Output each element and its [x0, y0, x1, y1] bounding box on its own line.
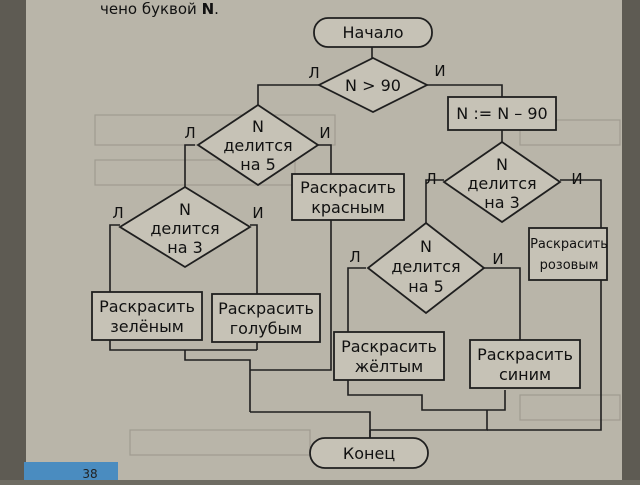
box-green-line2: зелёным	[110, 317, 184, 336]
box-red-line1: Раскрасить	[300, 178, 396, 197]
decision-div3-right	[442, 140, 562, 224]
box-pink-line2: розовым	[540, 258, 599, 273]
box-green-line1: Раскрасить	[99, 297, 195, 316]
decision1-yes-label: И	[434, 62, 445, 80]
box-lightblue-line1: Раскрасить	[218, 299, 314, 318]
decision5-yes-label: И	[492, 250, 503, 268]
start-terminator	[313, 17, 433, 48]
connectors	[109, 47, 602, 438]
decision-div3-right-line3: на 3	[484, 193, 520, 212]
decision-div5-right-line2: делится	[391, 257, 460, 276]
header-text: чено буквой N.	[100, 0, 219, 18]
decision-div3-left-line2: делится	[150, 219, 219, 238]
box-blue-line2: синим	[499, 365, 551, 384]
decision3-no-label: Л	[112, 204, 123, 222]
end-terminator	[309, 437, 429, 469]
decision-n-gt-90	[316, 56, 430, 114]
book-spine-shadow	[0, 0, 26, 480]
decision-div5-left-line1: N	[252, 117, 264, 136]
decision-div5-left-line2: делится	[223, 136, 292, 155]
page-edge-shadow	[622, 0, 640, 480]
decision4-no-label: Л	[425, 170, 436, 188]
decision-div5-left	[196, 103, 320, 187]
decision4-yes-label: И	[571, 170, 582, 188]
box-red-line2: красным	[311, 198, 385, 217]
decision3-yes-label: И	[252, 204, 263, 222]
decision-div5-left-line3: на 5	[240, 155, 276, 174]
decision-div3-right-line2: делится	[467, 174, 536, 193]
box-green	[91, 291, 203, 341]
decision-div3-right-line1: N	[496, 155, 508, 174]
decision2-yes-label: И	[319, 124, 330, 142]
decision2-no-label: Л	[184, 124, 195, 142]
decision5-no-label: Л	[349, 248, 360, 266]
end-label: Конец	[343, 444, 395, 463]
box-lightblue-line2: голубым	[230, 319, 302, 338]
box-blue-line1: Раскрасить	[477, 345, 573, 364]
box-lightblue	[211, 293, 321, 343]
decision1-no-label: Л	[308, 64, 319, 82]
box-red	[291, 173, 405, 221]
box-yellow	[333, 331, 445, 381]
page-number: 38	[82, 467, 97, 480]
decision-div3-left	[118, 185, 252, 269]
decision-div5-right	[366, 221, 486, 315]
box-blue	[469, 339, 581, 389]
assign-label: N := N – 90	[456, 104, 547, 123]
box-pink	[528, 227, 608, 281]
decision-div5-right-line1: N	[420, 237, 432, 256]
decision-div5-right-line3: на 5	[408, 277, 444, 296]
page-number-tab	[24, 462, 118, 480]
decision-div3-left-line3: на 3	[167, 238, 203, 257]
decision-div3-left-line1: N	[179, 200, 191, 219]
box-yellow-line1: Раскрасить	[341, 337, 437, 356]
start-label: Начало	[342, 23, 403, 42]
assign-n-minus-90	[447, 96, 557, 131]
box-pink-line1: Раскрасить	[530, 237, 608, 252]
box-yellow-line2: жёлтым	[355, 357, 424, 376]
decision-n-gt-90-label: N > 90	[345, 76, 401, 95]
